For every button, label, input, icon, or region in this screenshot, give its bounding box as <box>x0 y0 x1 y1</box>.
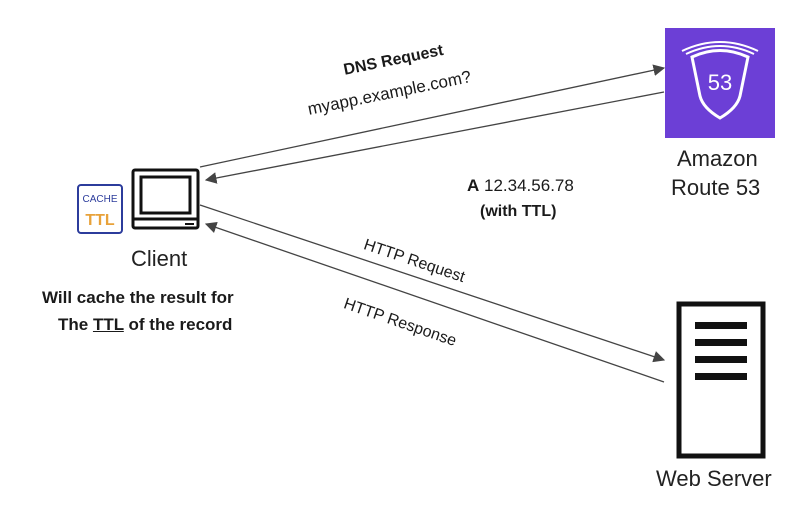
http-response-arrow <box>204 221 665 383</box>
dns-response-ttl-note: (with TTL) <box>480 203 557 220</box>
cache-note-line1: Will cache the result for <box>42 288 234 307</box>
dns-response-record: A 12.34.56.78 <box>467 176 574 196</box>
cache-note-ttl: TTL <box>92 315 124 334</box>
route53-badge-text: 53 <box>708 70 732 95</box>
web-server-icon <box>676 301 766 459</box>
dns-response-type: A <box>467 176 480 195</box>
route53-label-line1: Amazon <box>677 146 758 171</box>
cache-badge-ttl-text: TTL <box>85 212 115 229</box>
route53-icon: 53 <box>665 28 775 138</box>
http-request-arrow <box>199 204 666 363</box>
web-server-label: Web Server <box>656 466 772 491</box>
dns-request-arrow <box>199 64 666 168</box>
client-label: Client <box>131 246 188 271</box>
cache-note-line2: The TTL of the record <box>58 315 232 335</box>
cache-ttl-badge-icon: CACHE TTL <box>77 184 123 234</box>
dns-response-ip: 12.34.56.78 <box>484 176 574 195</box>
client-computer-icon <box>131 168 200 230</box>
route53-label-line2: Route 53 <box>671 175 761 200</box>
cache-badge-top-text: CACHE <box>82 194 117 205</box>
cache-note-line2-pre: The <box>58 315 93 334</box>
cache-note-line2-post: of the record <box>123 315 233 334</box>
dns-response-arrow <box>204 91 665 184</box>
